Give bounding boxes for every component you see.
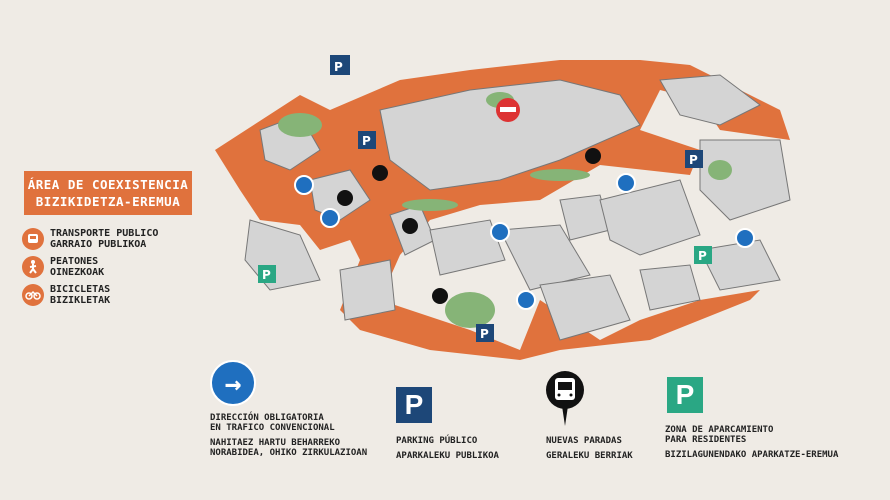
direction-arrow-icon: → bbox=[210, 360, 256, 406]
label-eu: NAHITAEZ HARTU BEHARREKO bbox=[210, 438, 341, 448]
legend-label-es: BICICLETAS bbox=[50, 284, 111, 295]
title-line-es: ÁREA DE COEXISTENCIA bbox=[27, 177, 189, 192]
legend-label-eu: GARRAIO PUBLIKOA bbox=[50, 239, 147, 250]
legend-label-es: TRANSPORTE PUBLICO bbox=[50, 228, 159, 239]
legend-label-es: PEATONES bbox=[50, 256, 99, 267]
label-es: PARA RESIDENTES bbox=[665, 435, 747, 445]
legend-label-eu: OINEZKOAK bbox=[50, 267, 105, 278]
bus-stops bbox=[337, 148, 601, 304]
resident-parking-icon: P bbox=[667, 377, 703, 413]
direction-signs bbox=[294, 173, 755, 310]
bus-stop-icon bbox=[546, 371, 584, 426]
label-es: DIRECCIÓN OBLIGATORIA bbox=[210, 413, 324, 423]
label-es: EN TRAFICO CONVENCIONAL bbox=[210, 423, 335, 433]
parking-letter: P bbox=[262, 268, 271, 282]
legend-bus-stops: NUEVAS PARADAS GERALEKU BERRIAK bbox=[546, 436, 633, 461]
label-eu: NORABIDEA, OHIKO ZIRKULAZIOAN bbox=[210, 448, 368, 458]
public-parking-signs bbox=[330, 55, 703, 342]
resident-parking-signs bbox=[258, 246, 712, 283]
coexistence-zone-title: ÁREA DE COEXISTENCIA BIZIKIDETZA-EREMUA bbox=[24, 171, 192, 215]
title-line-eu: BIZIKIDETZA-EREMUA bbox=[35, 194, 181, 209]
bus-icon bbox=[22, 228, 44, 250]
legend-label-eu: BIZIKLETAK bbox=[50, 295, 111, 306]
label-es: ZONA DE APARCAMIENTO bbox=[665, 425, 774, 435]
label-eu: APARKALEKU PUBLIKOA bbox=[396, 451, 499, 461]
legend-public-parking: PARKING PÚBLICO APARKALEKU PUBLIKOA bbox=[396, 436, 499, 461]
parking-letter: P bbox=[689, 153, 698, 167]
no-entry-sign bbox=[496, 98, 520, 122]
label-es: NUEVAS PARADAS bbox=[546, 436, 622, 446]
parking-letter: P bbox=[480, 327, 489, 341]
pedestrian-icon bbox=[22, 256, 44, 278]
label-es: PARKING PÚBLICO bbox=[396, 436, 478, 446]
bicycle-icon bbox=[22, 284, 44, 306]
label-eu: BIZILAGUNENDAKO APARKATZE-EREMUA bbox=[665, 450, 839, 460]
parking-letter: P bbox=[334, 60, 343, 74]
trees bbox=[278, 92, 732, 328]
buildings bbox=[244, 74, 791, 341]
public-parking-icon: P bbox=[396, 387, 432, 423]
label-eu: GERALEKU BERRIAK bbox=[546, 451, 633, 461]
parking-letter: P bbox=[698, 249, 707, 263]
parking-letter: P bbox=[362, 134, 371, 148]
